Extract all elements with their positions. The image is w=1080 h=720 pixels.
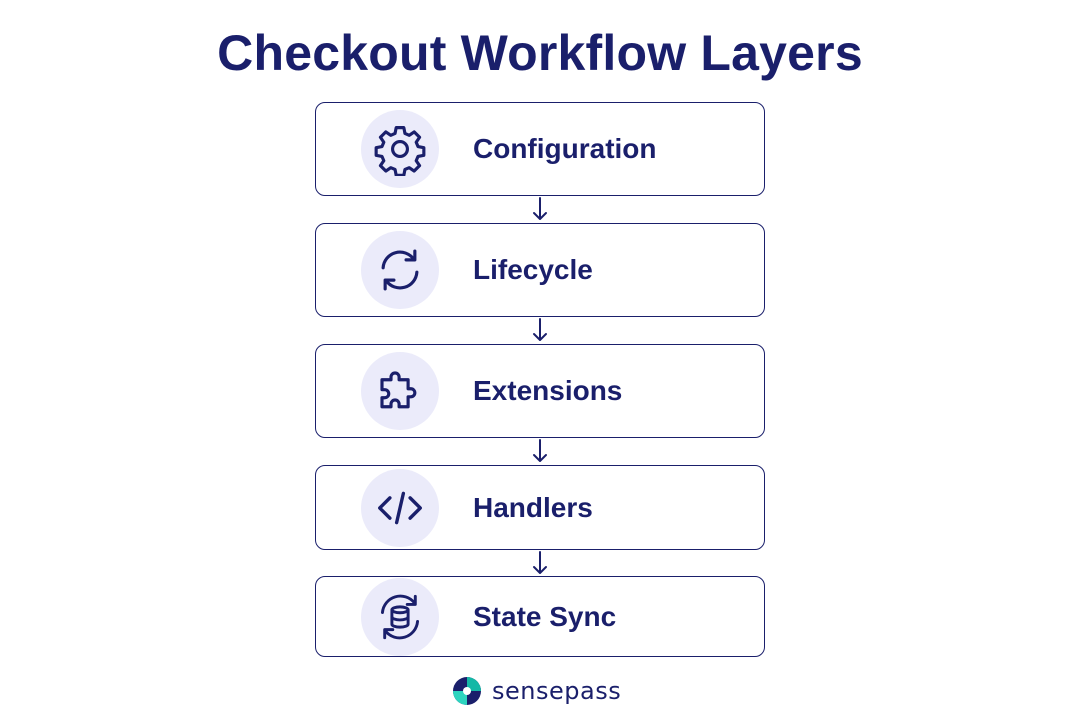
database-sync-icon [380,594,420,640]
icon-circle [361,469,439,547]
brand-name: sensepass [492,677,622,705]
gear-icon [374,126,426,176]
brand-logo: sensepass [452,675,621,707]
layer-box-state-sync: State Sync [315,576,765,657]
sensepass-logo-icon [453,677,481,705]
icon-circle [361,578,439,656]
layer-box-configuration: Configuration [315,102,765,196]
layer-box-extensions: Extensions [315,344,765,438]
puzzle-piece-icon [380,371,417,409]
layer-label: Configuration [473,133,657,164]
layer-label: State Sync [473,601,617,632]
layer-box-lifecycle: Lifecycle [315,223,765,317]
code-brackets-icon [378,491,422,525]
down-arrow-icon [533,439,547,462]
layer-label: Lifecycle [473,254,593,285]
down-arrow-icon [533,318,547,341]
layer-label: Handlers [473,492,593,523]
refresh-cycle-icon [381,249,419,291]
layer-label: Extensions [473,375,623,406]
down-arrow-icon [533,197,547,220]
down-arrow-icon [533,551,547,574]
icon-circle [361,352,439,430]
diagram-title: Checkout Workflow Layers [217,25,863,81]
icon-circle [361,231,439,309]
icon-circle [361,110,439,188]
layer-box-handlers: Handlers [315,465,765,550]
